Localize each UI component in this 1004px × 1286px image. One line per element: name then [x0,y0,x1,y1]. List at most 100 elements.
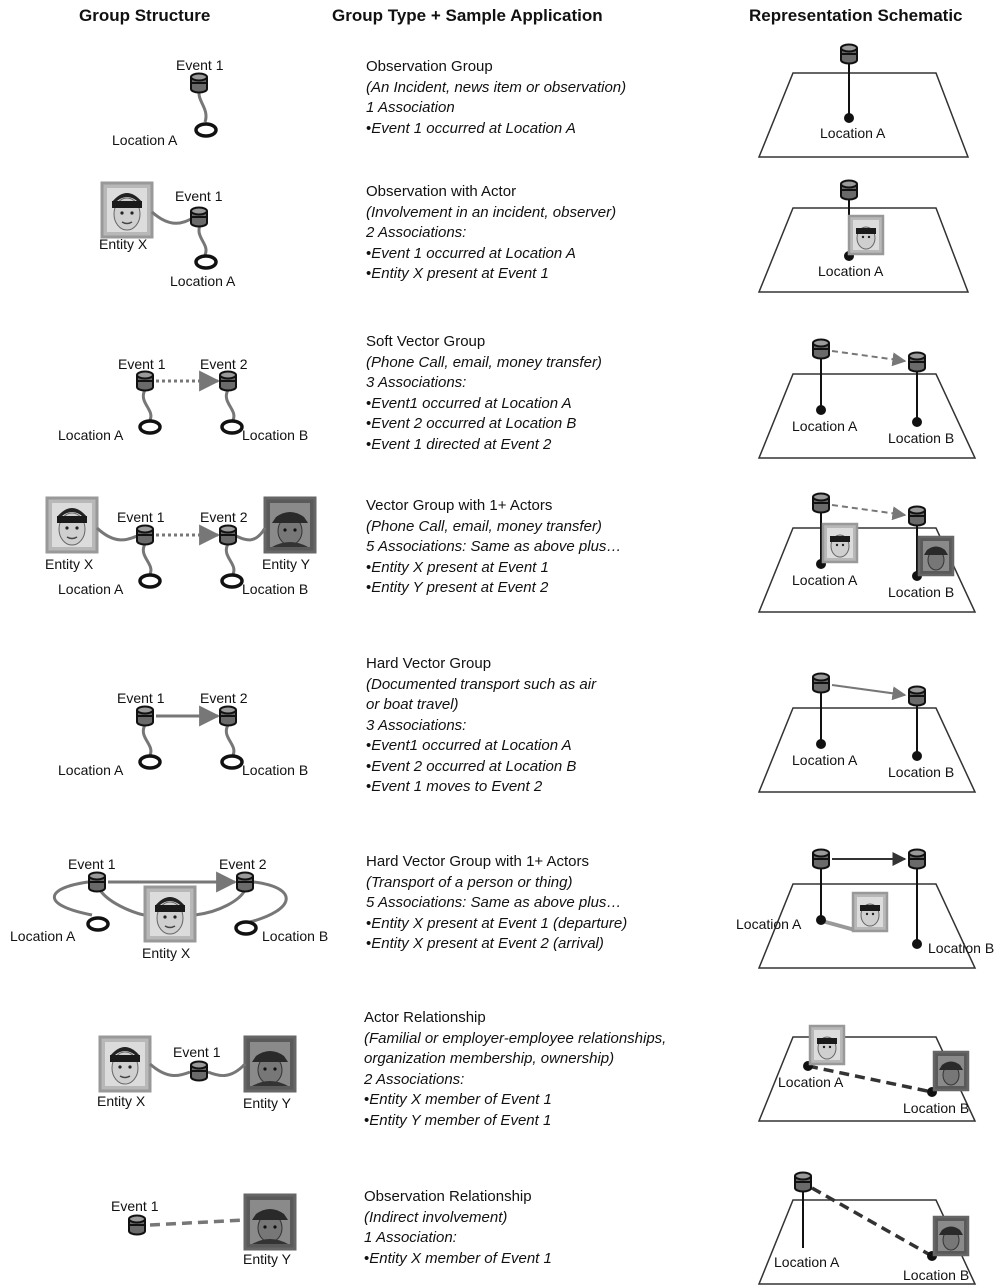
event-1-label: Event 1 [117,509,165,525]
event-icon [136,524,154,546]
event-icon [840,179,858,201]
association-count: 5 Associations: Same as above plus… [366,538,622,555]
association-count: 1 Association: [364,1229,457,1246]
entity-x-label: Entity X [97,1093,146,1109]
row-4-structure: Event 1 Event 2 Entity X Entity Y Locati… [45,496,317,597]
association-bullet: Event 1 directed at Event 2 [366,435,602,456]
group-subtitle: (Familial or employer-employee relations… [364,1029,667,1047]
entity-x-photo [821,522,859,564]
row-2-structure: Event 1 Entity X Location A [99,181,236,289]
entity-x-label: Entity X [142,945,191,961]
entity-y-photo [263,496,317,554]
association-count: 3 Associations: [366,716,467,734]
location-icon [220,419,244,435]
location-a-label: Location A [792,572,858,588]
location-icon [138,573,162,589]
location-b-label: Location B [262,928,328,944]
event-icon [840,43,858,65]
entity-x-label: Entity X [45,556,94,572]
group-subtitle-continued: organization membership, ownership) [364,1050,615,1067]
association-bullet: Event 2 occurred at Location B [366,757,596,778]
association-bullet: Entity X present at Event 1 (departure) [366,914,627,935]
row-2-schematic: Location A [757,179,970,293]
header-group-type: Group Type + Sample Application [332,6,603,25]
event-icon [812,492,830,514]
event-icon [908,685,926,707]
group-subtitle: (An Incident, news item or observation) [366,78,627,96]
location-a-label: Location A [112,132,178,148]
entity-x-photo [808,1024,846,1066]
row-3-structure: Event 1 Event 2 Location A Location B [58,356,308,443]
association-bullet: Entity X present at Event 1 [366,264,616,285]
location-icon [194,122,218,138]
location-a-label: Location A [10,928,76,944]
row-6-structure: Event 1 Event 2 Location A Location B En… [10,856,328,961]
location-a-label: Location A [818,263,884,279]
location-a-label: Location A [774,1254,840,1270]
association-bullet: Entity X member of Event 1 [364,1090,666,1111]
row-6-description: Hard Vector Group with 1+ Actors (Transp… [366,852,627,955]
association-bullet: Event1 occurred at Location A [366,736,596,757]
row-4-schematic: Location A Location B [757,492,977,613]
row-6-schematic: Location A Location B [736,848,994,969]
location-a-label: Location A [58,427,124,443]
location-icon [138,419,162,435]
row-1-schematic: Location A [757,43,970,158]
event-icon [812,848,830,870]
row-8-description: Observation Relationship (Indirect invol… [364,1187,552,1269]
row-4-description: Vector Group with 1+ Actors (Phone Call,… [366,496,621,599]
header-representation-schematic: Representation Schematic [749,6,963,25]
row-7-schematic: Location A Location B [757,1024,977,1122]
location-a-label: Location A [778,1074,844,1090]
row-3-schematic: Location A Location B [757,338,977,459]
location-b-label: Location B [242,427,308,443]
row-7-description: Actor Relationship (Familial or employer… [364,1008,666,1131]
location-b-label: Location B [903,1267,969,1283]
entity-x-photo [100,181,154,239]
location-a-label: Location A [792,418,858,434]
association-bullet: Entity X present at Event 1 [366,558,621,579]
association-bullet: Event 1 occurred at Location A [366,244,616,265]
location-icon [220,754,244,770]
row-8-structure: Event 1 Entity Y [111,1193,297,1267]
row-8-schematic: Location A Location B [757,1171,977,1285]
group-title: Observation with Actor [366,183,517,200]
group-title: Hard Vector Group with 1+ Actors [366,853,590,870]
association-count: 1 Association [366,99,455,116]
group-subtitle: (Transport of a person or thing) [366,873,573,891]
row-5-schematic: Location A Location B [757,672,977,793]
event-icon [136,705,154,727]
row-2-description: Observation with Actor (Involvement in a… [366,182,616,285]
location-b-label: Location B [928,940,994,956]
event-icon [190,72,208,94]
entity-x-photo [98,1035,152,1093]
group-subtitle: (Involvement in an incident, observer) [366,203,617,221]
group-title: Hard Vector Group [366,655,492,672]
group-title: Observation Relationship [364,1188,532,1205]
event-1-label: Event 1 [173,1044,221,1060]
row-7-structure: Event 1 Entity X Entity Y [97,1035,297,1111]
location-icon [194,254,218,270]
location-b-label: Location B [888,764,954,780]
location-a-label: Location A [58,581,124,597]
entity-y-label: Entity Y [262,556,311,572]
event-icon [219,705,237,727]
row-5-description: Hard Vector Group (Documented transport … [366,654,596,798]
group-subtitle: (Phone Call, email, money transfer) [366,517,602,535]
association-count: 2 Associations: [364,1070,465,1088]
event-2-label: Event 2 [219,856,267,872]
entity-y-label: Entity Y [243,1251,292,1267]
group-title: Soft Vector Group [366,333,486,350]
association-bullet: Event 1 occurred at Location A [366,119,626,140]
location-b-label: Location B [242,581,308,597]
location-icon [220,573,244,589]
event-1-label: Event 1 [68,856,116,872]
location-a-label: Location A [820,125,886,141]
association-count: 5 Associations: Same as above plus… [366,894,622,911]
association-bullet: Entity X present at Event 2 (arrival) [366,934,627,955]
row-1-structure: Event 1 Location A [112,57,224,148]
header-group-structure: Group Structure [79,6,211,25]
association-count: 2 Associations: [366,224,467,241]
entity-x-photo [847,214,885,256]
